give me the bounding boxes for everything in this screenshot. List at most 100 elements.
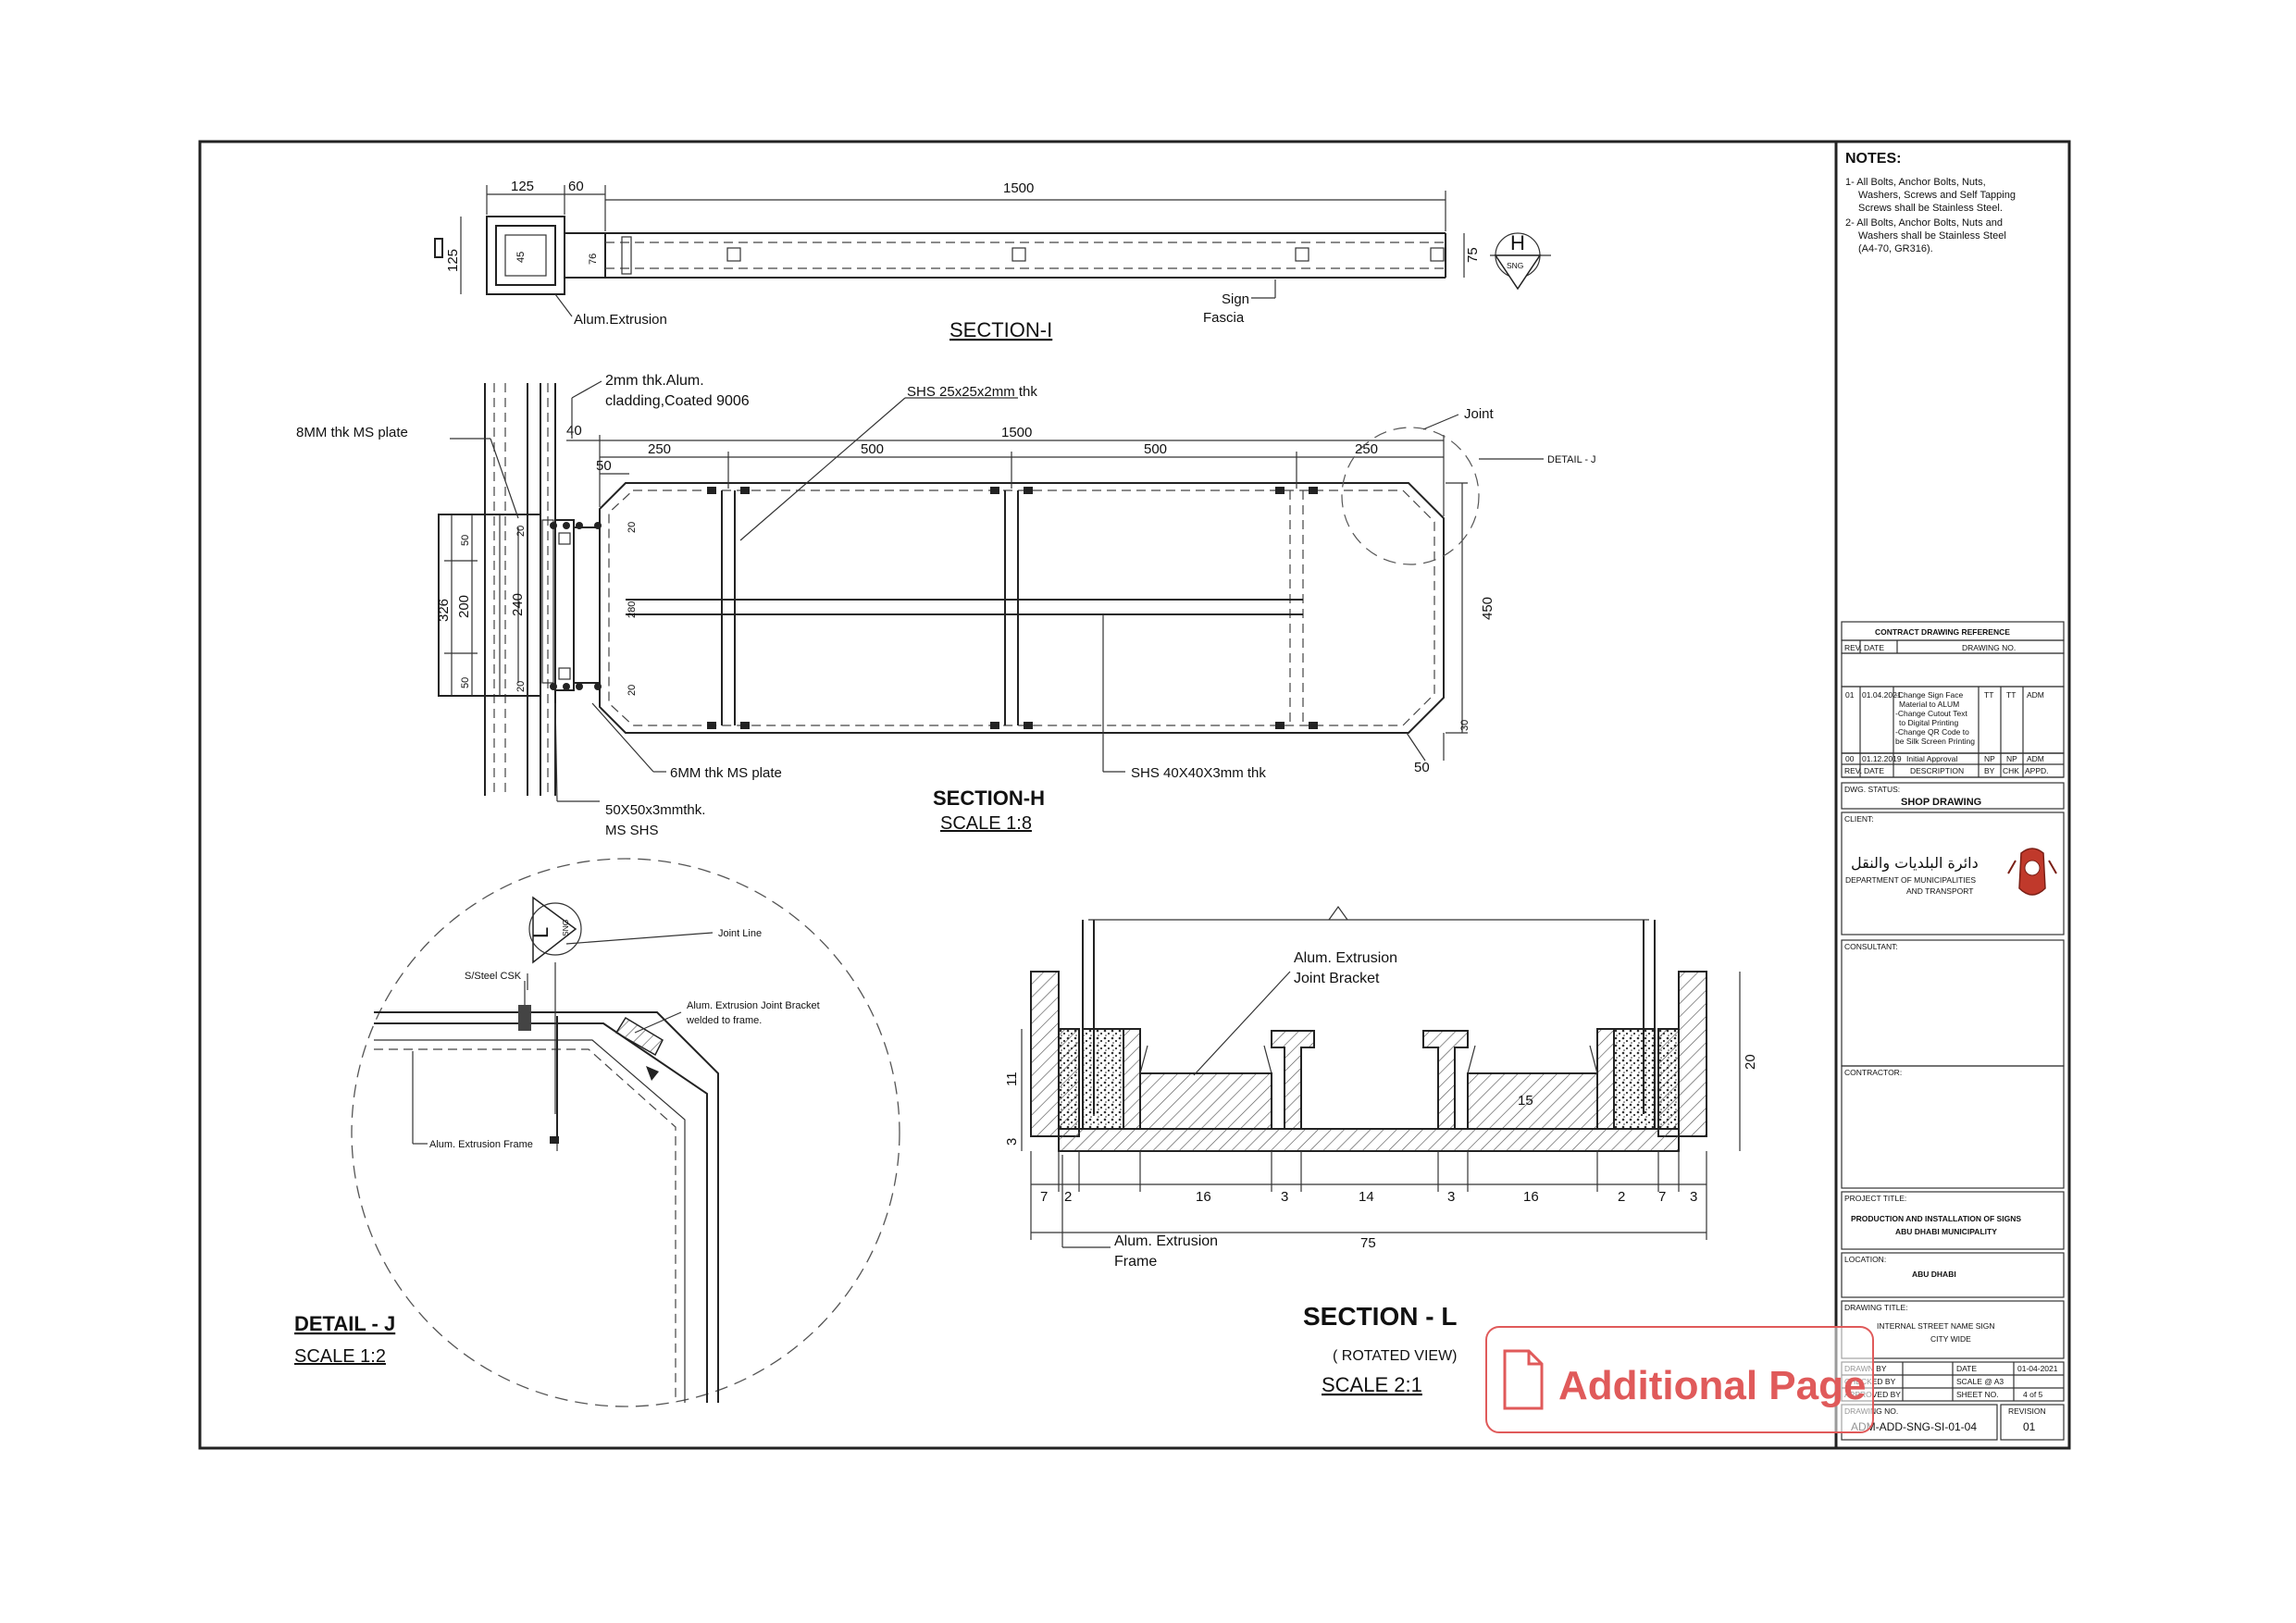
label-joint-bracket-line2: welded to frame.	[686, 1015, 762, 1026]
section-h-scale: SCALE 1:8	[940, 813, 1032, 834]
dim-sec-l-11: 11	[1004, 1072, 1020, 1086]
rev-row-1-desc-3: -Change Cutout Text	[1895, 709, 1967, 718]
dim-sec-l-75: 75	[1360, 1235, 1376, 1251]
dim-sec-l-2-a: 2	[1064, 1189, 1072, 1205]
section-i-view: 125 60 1500 125 45 76 75 Alum.Extrusion …	[434, 179, 1551, 341]
section-marker-l-sheet: SNG	[561, 920, 570, 936]
rev-header-rev: REV.	[1844, 766, 1862, 775]
rev-row-1-desc-6: be Silk Screen Printing	[1895, 737, 1975, 746]
dim-sec-h-50-c: 50	[1414, 760, 1430, 775]
sheet-label: SHEET NO.	[1956, 1390, 1999, 1399]
dim-sec-h-450: 450	[1480, 597, 1496, 620]
section-l-view: 11 3 20 15 7 2 16 3 14 3 16 2 7 3 75 Alu…	[1004, 905, 1758, 1396]
rev-row-1-date: 01.04.2021	[1862, 690, 1902, 700]
dim-sec-h-20-a: 20	[515, 526, 527, 537]
dim-sec-l-16-b: 16	[1523, 1189, 1539, 1205]
drawing-border	[198, 140, 2071, 1450]
dwg-status-value: SHOP DRAWING	[1901, 797, 1981, 808]
label-sec-l-bracket-line2: Joint Bracket	[1294, 971, 1380, 986]
rev-row-1-desc-1: -Change Sign Face	[1895, 690, 1964, 700]
label-joint-line: Joint Line	[718, 928, 762, 939]
section-marker-h-sheet: SNG	[1507, 261, 1523, 270]
consultant-label: CONSULTANT:	[1844, 942, 1898, 951]
label-cladding-line2: cladding,Coated 9006	[605, 393, 750, 409]
dim-sec-h-50-a: 50	[460, 535, 471, 546]
client-line-1: DEPARTMENT OF MUNICIPALITIES	[1845, 875, 1976, 885]
label-joint-bracket-line1: Alum. Extrusion Joint Bracket	[687, 1000, 820, 1011]
dim-sec-i-125-top: 125	[511, 179, 534, 194]
sheet-value: 4 of 5	[2023, 1390, 2043, 1399]
label-cladding-line1: 2mm thk.Alum.	[605, 373, 704, 389]
section-l-subtitle: ( ROTATED VIEW)	[1333, 1348, 1458, 1364]
section-marker-h: H	[1510, 231, 1525, 254]
dim-sec-l-3-c: 3	[1690, 1189, 1697, 1205]
label-ms-shs-line2: MS SHS	[605, 823, 659, 838]
dim-sec-l-20: 20	[1743, 1054, 1758, 1070]
label-sec-l-bracket-line1: Alum. Extrusion	[1294, 950, 1397, 966]
date-label: DATE	[1956, 1364, 1977, 1373]
section-i-title: SECTION-I	[949, 318, 1052, 341]
dim-sec-l-3-side: 3	[1004, 1138, 1020, 1146]
label-sign-fascia-line2: Fascia	[1203, 310, 1245, 326]
rev-header-desc: DESCRIPTION	[1910, 766, 1964, 775]
label-plate-6mm: 6MM thk MS plate	[670, 765, 782, 781]
dim-sec-h-20-b: 20	[515, 681, 527, 692]
contract-ref-rev: REV.	[1844, 643, 1862, 652]
rev-row-2-appd: ADM	[2027, 754, 2044, 763]
client-line-2: AND TRANSPORT	[1906, 886, 1973, 896]
rev-row-2-chk: NP	[2006, 754, 2017, 763]
section-h-title: SECTION-H	[933, 787, 1045, 810]
dim-sec-i-1500: 1500	[1003, 180, 1034, 196]
rev-row-1-desc-4: to Digital Printing	[1899, 718, 1959, 727]
dim-sec-h-50-b: 50	[460, 677, 471, 688]
dim-sec-h-326: 326	[436, 599, 452, 622]
note-line-5: Washers shall be Stainless Steel	[1858, 230, 2006, 242]
dim-sec-l-7-b: 7	[1658, 1189, 1666, 1205]
dim-sec-h-280: 280	[627, 601, 638, 618]
dim-sec-h-250-right: 250	[1355, 441, 1378, 457]
stamp-text: Additional Page	[1558, 1363, 1866, 1408]
dim-sec-h-40: 40	[566, 423, 582, 439]
detail-j-title: DETAIL - J	[294, 1312, 395, 1335]
rev-row-2-rev: 00	[1845, 754, 1855, 763]
note-line-3: Screws shall be Stainless Steel.	[1858, 203, 2003, 214]
label-sec-l-frame-line2: Frame	[1114, 1254, 1157, 1270]
note-line-4: 2- All Bolts, Anchor Bolts, Nuts and	[1845, 217, 2003, 229]
label-detail-j-callout: DETAIL - J	[1547, 454, 1596, 465]
dim-sec-l-3-b: 3	[1447, 1189, 1455, 1205]
client-label: CLIENT:	[1844, 814, 1874, 824]
dim-sec-i-45: 45	[515, 252, 527, 263]
label-joint: Joint	[1464, 406, 1495, 422]
revision-label: REVISION	[2008, 1406, 2046, 1416]
dim-sec-l-3-a: 3	[1281, 1189, 1288, 1205]
dim-sec-h-50-top: 50	[596, 458, 612, 474]
rev-header-by: BY	[1984, 766, 1995, 775]
drawing-title-label: DRAWING TITLE:	[1844, 1303, 1907, 1312]
dim-sec-l-7-a: 7	[1040, 1189, 1048, 1205]
project-line-1: PRODUCTION AND INSTALLATION OF SIGNS	[1851, 1214, 2021, 1223]
dim-sec-l-16-a: 16	[1196, 1189, 1211, 1205]
contract-ref-drawing-no: DRAWING NO.	[1962, 643, 2016, 652]
dim-sec-l-15: 15	[1518, 1093, 1533, 1109]
label-ms-shs-line1: 50X50x3mmthk.	[605, 802, 705, 818]
dim-sec-h-240: 240	[510, 593, 526, 616]
section-marker-l: L	[529, 927, 552, 938]
note-line-1: 1- All Bolts, Anchor Bolts, Nuts,	[1845, 177, 1986, 188]
label-sec-i-alum-extrusion: Alum.Extrusion	[574, 312, 667, 328]
label-sec-l-frame-line1: Alum. Extrusion	[1114, 1233, 1218, 1249]
note-line-2: Washers, Screws and Self Tapping	[1858, 190, 2016, 201]
dim-sec-l-2-b: 2	[1618, 1189, 1625, 1205]
rev-row-1-rev: 01	[1845, 690, 1855, 700]
label-alum-frame-detail-j: Alum. Extrusion Frame	[429, 1139, 533, 1150]
label-steel-csk: S/Steel CSK	[465, 971, 522, 982]
rev-header-chk: CHK	[2003, 766, 2019, 775]
label-plate-8mm: 8MM thk MS plate	[296, 425, 408, 440]
dim-sec-l-14: 14	[1359, 1189, 1374, 1205]
dim-sec-i-60: 60	[568, 179, 584, 194]
location-label: LOCATION:	[1844, 1255, 1886, 1264]
scale-label: SCALE @ A3	[1956, 1377, 2004, 1386]
notes-heading: NOTES:	[1845, 151, 1901, 167]
rev-header-appd: APPD.	[2025, 766, 2049, 775]
rev-row-2-date: 01.12.2019	[1862, 754, 1902, 763]
